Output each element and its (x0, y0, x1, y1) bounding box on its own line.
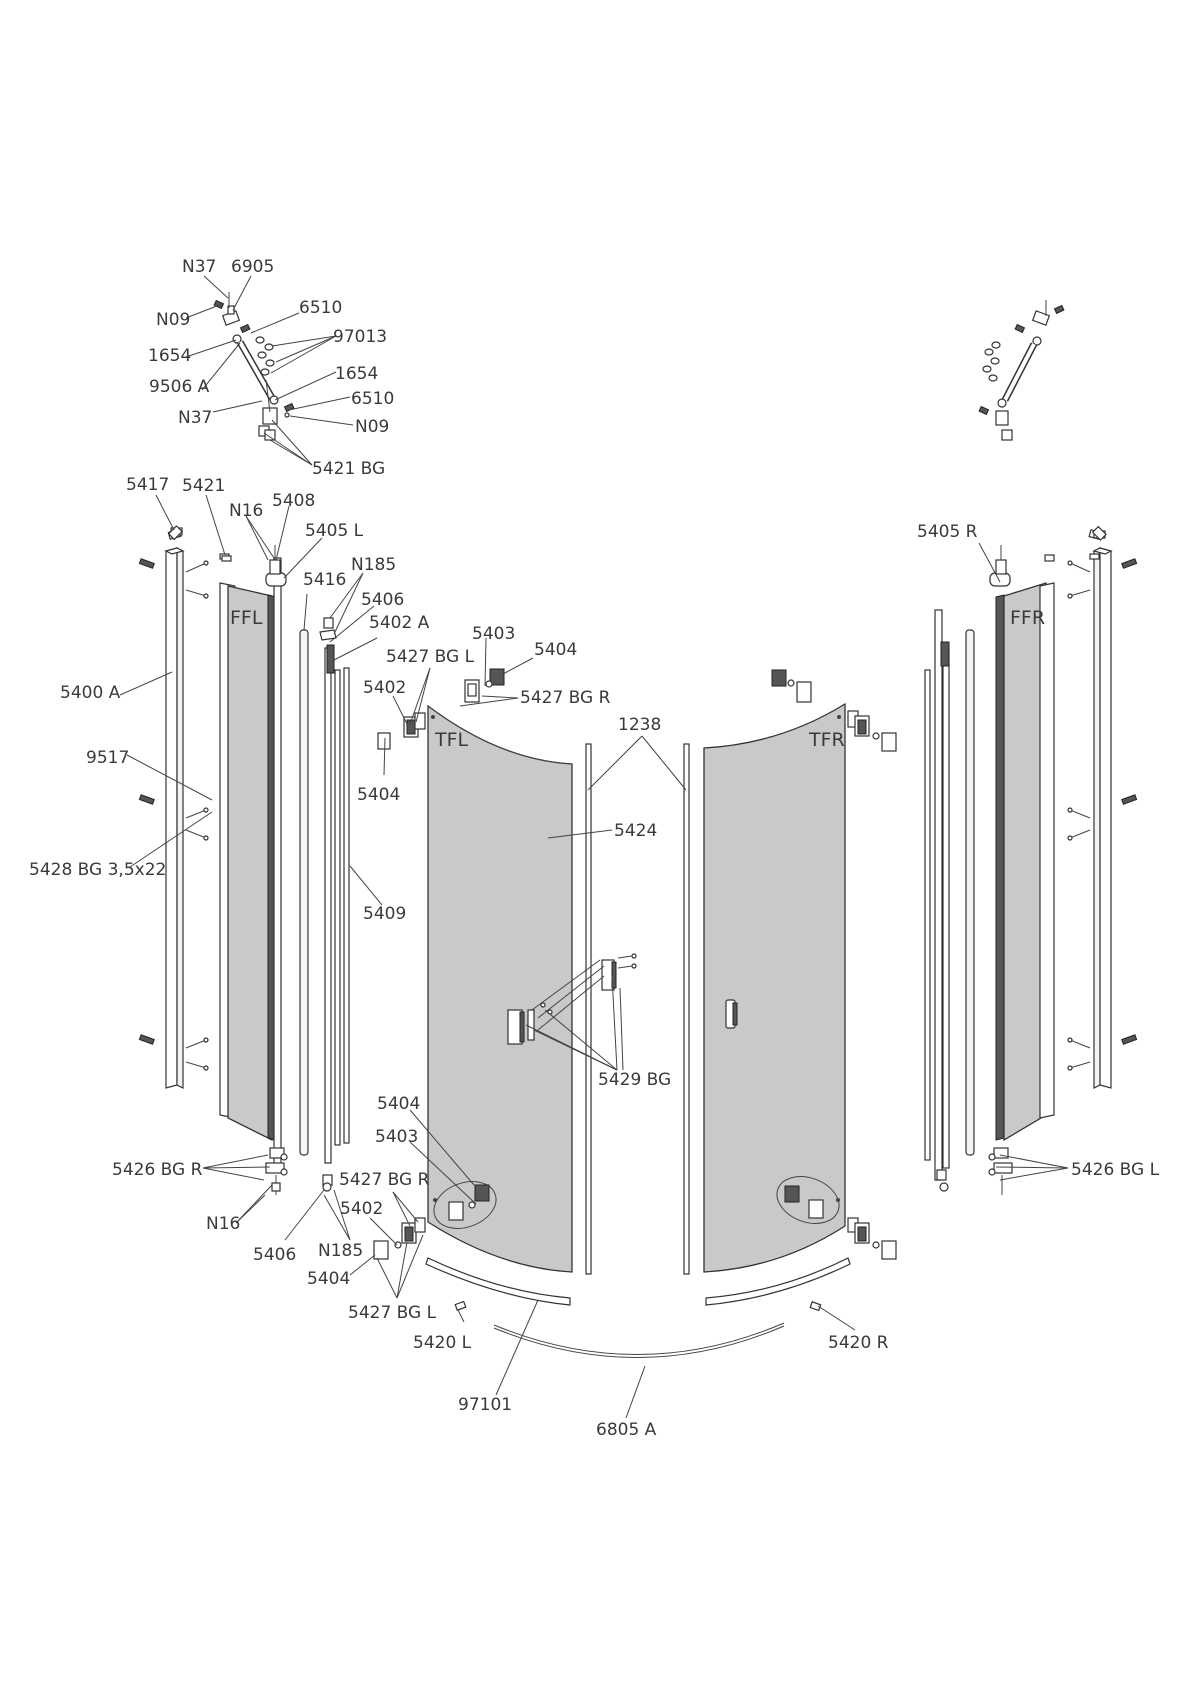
label-6510-mid: 6510 (351, 389, 394, 409)
wall-profile-left (138, 528, 209, 1089)
label-n185-low: N185 (318, 1241, 363, 1261)
cap-5421-left (221, 555, 232, 562)
label-5427bgr-top: 5427 BG R (520, 688, 611, 708)
label-5406-low: 5406 (253, 1245, 296, 1265)
stabilizer-assembly-left (213, 292, 295, 441)
label-9517: 9517 (86, 748, 129, 768)
label-tfr: TFR (808, 729, 845, 751)
label-5408: 5408 (272, 491, 315, 511)
stabilizer-assembly-right (978, 300, 1065, 441)
label-5417: 5417 (126, 475, 169, 495)
fixed-glass-right (995, 582, 1055, 1142)
label-5402-top: 5402 (363, 678, 406, 698)
bottom-rollers-right (776, 1176, 897, 1260)
label-97101: 97101 (458, 1395, 512, 1415)
label-6510-top: 6510 (299, 298, 342, 318)
label-n37-mid: N37 (178, 408, 212, 428)
label-5403-low: 5403 (375, 1127, 418, 1147)
label-5404-bottom: 5404 (307, 1269, 350, 1289)
label-5428bg: 5428 BG 3,5x22 (29, 860, 166, 880)
curved-door-right (703, 702, 846, 1273)
label-5404-top: 5404 (534, 640, 577, 660)
label-5426bgr: 5426 BG R (112, 1160, 203, 1180)
cap-5417-left (167, 525, 183, 541)
label-5426bgl: 5426 BG L (1071, 1160, 1160, 1180)
label-5424: 5424 (614, 821, 657, 841)
hinge-right (988, 545, 1013, 1195)
wall-profile-right (1044, 529, 1138, 1089)
label-1654-right: 1654 (335, 364, 378, 384)
label-n09-mid: N09 (355, 417, 389, 437)
label-ffr: FFR (1010, 607, 1045, 629)
cap-5417-right (1091, 525, 1107, 541)
label-5421bg: 5421 BG (312, 459, 385, 479)
top-rollers-right (771, 669, 897, 752)
label-5404-low: 5404 (377, 1094, 420, 1114)
label-tfl: TFL (434, 729, 469, 751)
bottom-seals (425, 1257, 851, 1358)
label-n16-top: N16 (229, 501, 263, 521)
label-97013: 97013 (333, 327, 387, 347)
label-6805a: 6805 A (596, 1420, 657, 1440)
handle-set (507, 953, 637, 1045)
label-5429bg: 5429 BG (598, 1070, 671, 1090)
label-5406-top: 5406 (361, 590, 404, 610)
label-5403-top: 5403 (472, 624, 515, 644)
curved-door-left (427, 704, 690, 1275)
label-5421: 5421 (182, 476, 225, 496)
glass-labels: FFL FFR TFL TFR (230, 607, 1045, 751)
label-5427bgl-low: 5427 BG L (348, 1303, 437, 1323)
leader-lines (119, 275, 1069, 1419)
label-5416: 5416 (303, 570, 346, 590)
door-profiles-left (273, 557, 350, 1192)
label-1238: 1238 (618, 715, 661, 735)
label-n185-top: N185 (351, 555, 396, 575)
top-rollers-left (377, 668, 505, 750)
label-5420r: 5420 R (828, 1333, 889, 1353)
label-5402a: 5402 A (369, 613, 430, 633)
label-ffl: FFL (230, 607, 263, 629)
hinge-left (265, 545, 288, 1195)
label-n16-low: N16 (206, 1214, 240, 1234)
label-5427bgr-low: 5427 BG R (339, 1170, 430, 1190)
label-5405l: 5405 L (305, 521, 364, 541)
label-1654-left: 1654 (148, 346, 191, 366)
label-9506a: 9506 A (149, 377, 210, 397)
label-5404-left: 5404 (357, 785, 400, 805)
label-5420l: 5420 L (413, 1333, 472, 1353)
label-5405r: 5405 R (917, 522, 978, 542)
label-5400a: 5400 A (60, 683, 121, 703)
label-n09-top: N09 (156, 310, 190, 330)
label-5402-low: 5402 (340, 1199, 383, 1219)
label-n37-top: N37 (182, 257, 216, 277)
label-6905: 6905 (231, 257, 274, 277)
label-5427bgl-top: 5427 BG L (386, 647, 475, 667)
label-5409: 5409 (363, 904, 406, 924)
door-profiles-right (924, 609, 975, 1192)
bottom-rollers-left (373, 1181, 497, 1260)
part-labels: N37 6905 N09 6510 1654 97013 9506 A 1654… (29, 257, 1160, 1440)
